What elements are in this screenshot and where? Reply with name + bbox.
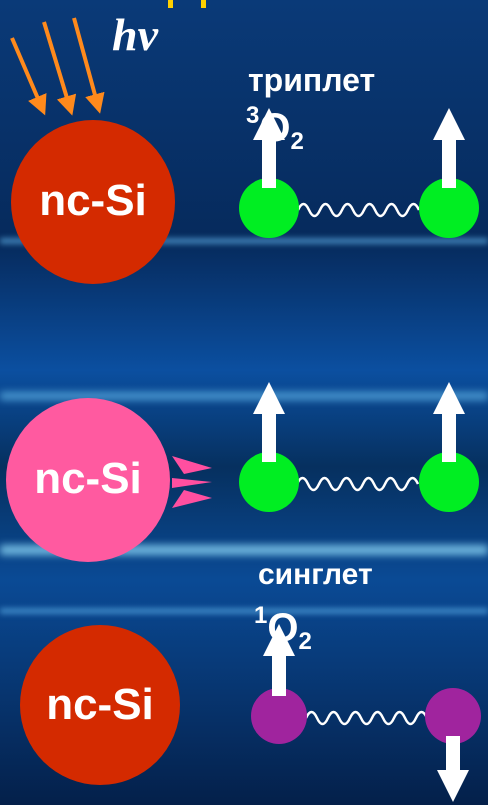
- spin-arrow-up-shaft: [442, 138, 456, 188]
- oxygen-atom: [419, 452, 479, 512]
- photon-arrow: [42, 21, 77, 116]
- oxygen-formula-triplet: 3O2: [246, 102, 304, 155]
- oxygen-state-name-triplet: триплет: [248, 62, 376, 98]
- oxygen-formula-singlet: 1O2: [254, 602, 312, 655]
- formula-subscript: 2: [298, 628, 312, 655]
- oxygen-state-name-singlet: синглет: [258, 558, 373, 591]
- formula-element: O: [259, 106, 291, 150]
- spin-arrow-up-shaft: [272, 652, 286, 696]
- nc-si-label: nc-Si: [34, 454, 142, 503]
- oxygen-atom: [239, 178, 299, 238]
- oxygen-molecule-singlet: [251, 624, 481, 802]
- title-fragment-mark: [168, 0, 173, 8]
- formula-subscript: 2: [290, 128, 304, 155]
- oxygen-atom: [239, 452, 299, 512]
- photon-arrow: [10, 37, 47, 116]
- formula-superscript: 1: [254, 602, 268, 629]
- spin-arrow-up-shaft: [262, 412, 276, 462]
- spin-up-arrow-icon: [263, 624, 295, 656]
- oxygen-atom: [251, 688, 307, 744]
- formula-superscript: 3: [246, 102, 260, 129]
- nc-si-particle-excited: [6, 398, 170, 562]
- spin-up-arrow-icon: [253, 108, 285, 140]
- nc-si-particle-ground: [11, 120, 175, 284]
- light-streak: [0, 608, 488, 614]
- nc-si-particle-ground-after: [20, 625, 180, 785]
- oxygen-atom: [419, 178, 479, 238]
- energy-arrow: [172, 478, 212, 488]
- light-streak: [0, 392, 488, 400]
- oxygen-molecule-triplet: [239, 108, 479, 238]
- photon-arrows: [10, 17, 105, 116]
- spin-up-arrow-icon: [433, 382, 465, 414]
- light-streak: [0, 545, 488, 555]
- oxygen-molecule-middle: [239, 382, 479, 512]
- photon-energy-symbol: hν: [112, 9, 158, 60]
- spin-arrow-down-shaft: [446, 736, 460, 772]
- light-streak: [0, 238, 488, 244]
- energy-arrow: [172, 456, 212, 474]
- nc-si-label: nc-Si: [46, 680, 154, 729]
- title-fragment-mark: [201, 0, 206, 8]
- nc-si-label: nc-Si: [39, 176, 147, 225]
- formula-element: O: [267, 606, 299, 650]
- spin-arrow-up-shaft: [442, 412, 456, 462]
- bond-wave: [304, 710, 429, 726]
- energy-transfer-arrows: [172, 456, 212, 508]
- energy-arrow: [172, 490, 212, 508]
- spin-down-arrow-icon: [437, 770, 469, 802]
- photon-arrow: [72, 17, 105, 114]
- spin-arrow-up-shaft: [262, 138, 276, 188]
- spin-up-arrow-icon: [253, 382, 285, 414]
- spin-up-arrow-icon: [433, 108, 465, 140]
- bond-wave: [295, 476, 420, 492]
- oxygen-atom: [425, 688, 481, 744]
- bond-wave: [296, 202, 421, 218]
